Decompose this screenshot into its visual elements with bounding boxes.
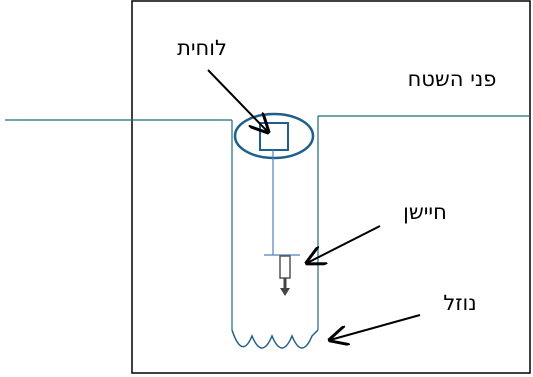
board-pointer-arrow	[207, 69, 268, 132]
liquid-pointer-arrow	[330, 314, 421, 340]
surface-label: פני השטח	[408, 67, 497, 91]
sensor-pointer-arrow	[307, 225, 381, 263]
sensor-tip-arrow-icon	[280, 288, 290, 296]
liquid-label: נוזל	[443, 291, 476, 315]
sensor-probe	[279, 255, 291, 279]
frame-border	[131, 0, 531, 374]
sensor-label: חיישן	[403, 200, 447, 224]
board-square	[259, 122, 289, 151]
board-ellipse	[233, 112, 315, 160]
board-label: לוחית	[177, 36, 227, 60]
liquid-wave	[231, 329, 319, 349]
